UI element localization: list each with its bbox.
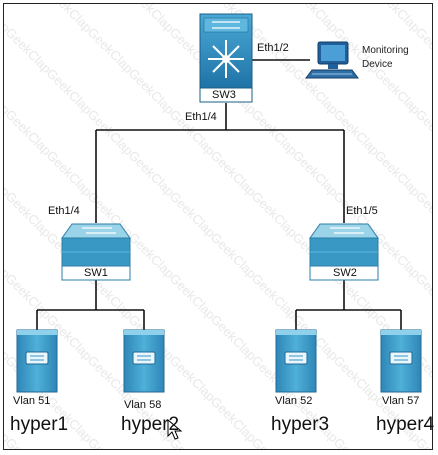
vlan-label-hyper4: Vlan 57	[382, 395, 420, 407]
server-hyper4[interactable]	[380, 329, 422, 393]
host-name-hyper2: hyper2	[121, 414, 180, 435]
monitoring-label-line1: Monitoring	[362, 45, 409, 56]
links	[36, 59, 402, 330]
sw1-label: SW1	[84, 267, 108, 279]
sw2-port-eth1-5: Eth1/5	[346, 205, 378, 217]
server-hyper2[interactable]	[123, 329, 165, 393]
sw1-port-eth1-4: Eth1/4	[48, 205, 80, 217]
monitoring-device-icon[interactable]	[305, 41, 359, 79]
vlan-label-hyper1: Vlan 51	[13, 395, 51, 407]
host-name-hyper4: hyper4	[376, 414, 435, 435]
core-switch-sw3[interactable]	[199, 13, 253, 103]
switch-sw2[interactable]	[309, 223, 379, 281]
vlan-label-hyper3: Vlan 52	[275, 395, 313, 407]
sw3-port-eth1-2: Eth1/2	[257, 42, 289, 54]
sw2-label: SW2	[333, 267, 357, 279]
sw3-port-eth1-4: Eth1/4	[185, 111, 217, 123]
host-name-hyper1: hyper1	[10, 414, 69, 435]
core-switch-label-box	[199, 87, 253, 103]
monitoring-label-line2: Device	[362, 59, 393, 70]
host-name-hyper3: hyper3	[271, 414, 330, 435]
switch-sw1[interactable]	[61, 223, 131, 281]
diagram-border	[3, 3, 433, 450]
server-hyper1[interactable]	[16, 329, 58, 393]
sw3-label: SW3	[212, 89, 236, 101]
server-hyper3[interactable]	[275, 329, 317, 393]
vlan-label-hyper2: Vlan 58	[124, 399, 162, 411]
mouse-cursor-icon	[167, 418, 183, 440]
